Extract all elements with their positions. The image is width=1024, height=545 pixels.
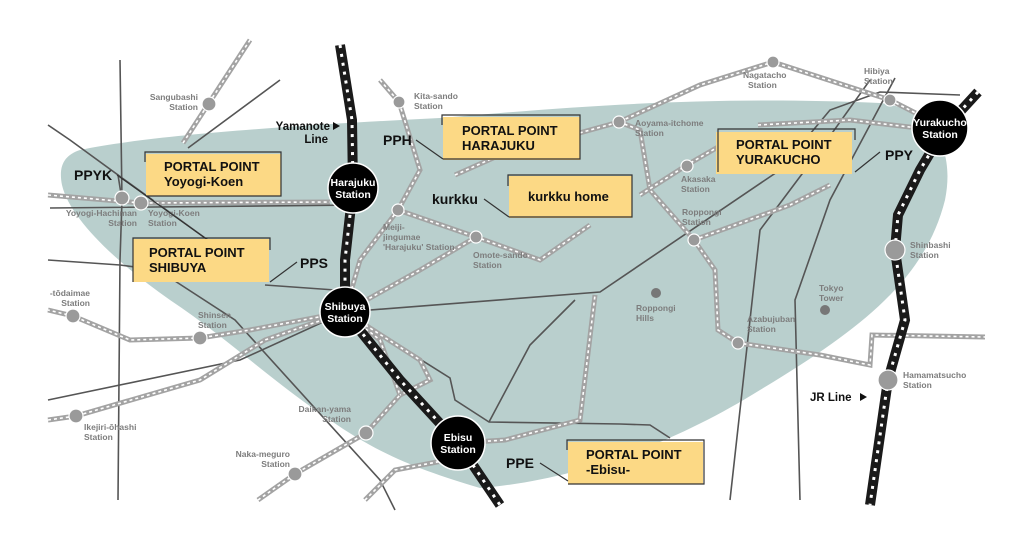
svg-text:PPYK: PPYK: [74, 167, 112, 183]
svg-text:kurkku: kurkku: [432, 191, 478, 207]
service-area: [60, 100, 948, 488]
jr-line-label: JR Line: [810, 392, 852, 404]
svg-text:Meiji-jingumae'Harajuku' Stati: Meiji-jingumae'Harajuku' Station: [382, 222, 455, 252]
svg-text:PPH: PPH: [383, 132, 412, 148]
svg-text:PPY: PPY: [885, 147, 914, 163]
svg-text:PPE: PPE: [506, 455, 534, 471]
svg-text:kurkku home: kurkku home: [528, 189, 609, 204]
yamanote-arrow-icon: [333, 122, 340, 130]
portal-point-kurkku-home[interactable]: kurkku home kurkku: [432, 174, 633, 218]
station-meiji-jingumae[interactable]: Meiji-jingumae'Harajuku' Station: [382, 203, 455, 252]
jr-arrow-icon: [860, 393, 867, 401]
portal-point-ebisu[interactable]: PORTAL POINT-Ebisu- PPE: [506, 439, 705, 485]
svg-text:PPS: PPS: [300, 255, 328, 271]
svg-text:PORTAL POINT-Ebisu-: PORTAL POINT-Ebisu-: [586, 447, 682, 477]
